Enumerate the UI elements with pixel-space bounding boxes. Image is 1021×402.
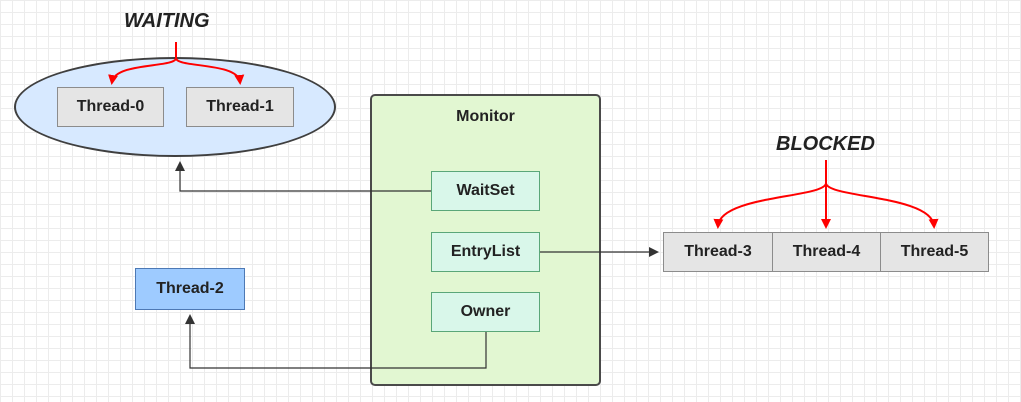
waiting-thread-0: Thread-0: [57, 87, 164, 127]
waiting-fork-arrow-right: [175, 57, 245, 85]
owner-slot: Owner: [431, 292, 540, 332]
blocked-thread-3: Thread-3: [663, 232, 773, 272]
monitor-title: Monitor: [456, 108, 515, 125]
blocked-thread-5: Thread-5: [880, 232, 989, 272]
blocked-fork-arrow-right: [825, 182, 939, 229]
waiting-label: WAITING: [124, 10, 210, 32]
waitset-slot: WaitSet: [431, 171, 540, 211]
blocked-fork-arrow-left: [713, 160, 827, 229]
entrylist-slot: EntryList: [431, 232, 540, 272]
owner-to-thread2-connector: [185, 314, 487, 369]
waiting-thread-1: Thread-1: [186, 87, 294, 127]
waiting-fork-arrow-left: [108, 42, 177, 85]
blocked-label: BLOCKED: [776, 133, 875, 155]
owner-thread: Thread-2: [135, 268, 245, 310]
blocked-thread-4: Thread-4: [772, 232, 881, 272]
waitset-to-waiting-connector: [175, 161, 431, 192]
